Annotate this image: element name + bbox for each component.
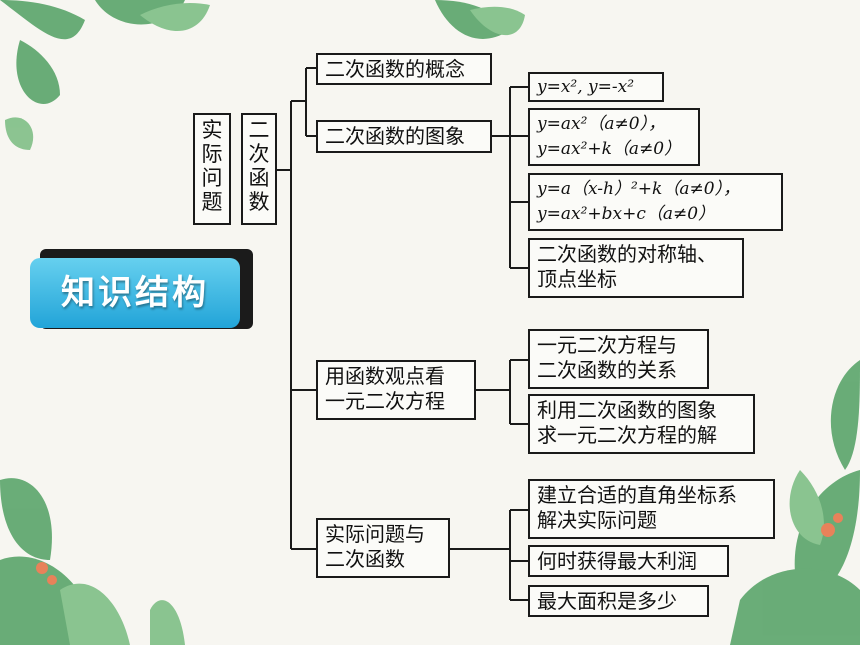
leaf-formula-vertical-shift: y=ax²（a≠0），y=ax²+k（a≠0） bbox=[528, 108, 700, 166]
branch-concept: 二次函数的概念 bbox=[316, 53, 492, 85]
leaf-relation: 一元二次方程与二次函数的关系 bbox=[528, 329, 709, 389]
leaf-axis-vertex: 二次函数的对称轴、顶点坐标 bbox=[528, 238, 744, 298]
leaf-max-area: 最大面积是多少 bbox=[528, 585, 709, 617]
leaf-formula-basic: y=x², y=-x² bbox=[528, 72, 664, 102]
branch-graph: 二次函数的图象 bbox=[316, 120, 492, 153]
page-title: 知识结构 bbox=[30, 258, 240, 328]
leaf-formula-general: y=a（x-h）²+k（a≠0），y=ax²+bx+c（a≠0） bbox=[528, 173, 783, 231]
branch-equation: 用函数观点看一元二次方程 bbox=[316, 360, 476, 420]
root-practical-problem: 实际 问题 bbox=[193, 113, 231, 225]
leaf-solve-by-graph: 利用二次函数的图象求一元二次方程的解 bbox=[528, 394, 755, 454]
branch-practical: 实际问题与二次函数 bbox=[316, 518, 450, 578]
leaf-coordinate-system: 建立合适的直角坐标系解决实际问题 bbox=[528, 479, 775, 539]
leaf-max-profit: 何时获得最大利润 bbox=[528, 545, 729, 577]
root-quadratic-function: 二次 函数 bbox=[241, 113, 277, 225]
